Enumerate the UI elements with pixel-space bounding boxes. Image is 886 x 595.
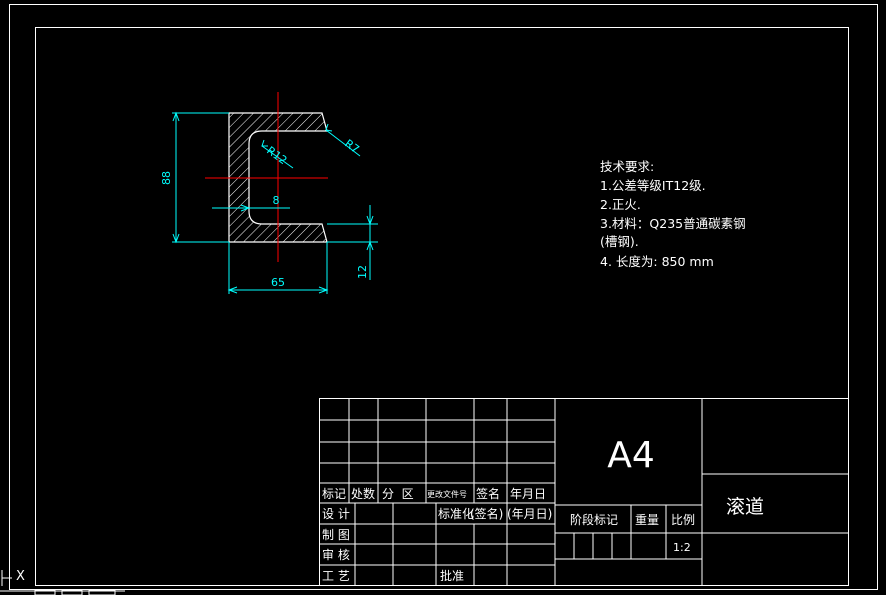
ucs-axis-icon[interactable]: X	[1, 569, 25, 586]
label-stage-mark: 阶段标记	[570, 512, 618, 527]
label-sign-paren: (签名)	[470, 506, 503, 521]
tech-requirements: 技术要求: 1.公差等级IT12级. 2.正火. 3.材料：Q235普通碳素钢 …	[600, 159, 746, 269]
tech-req-title: 技术要求:	[600, 159, 654, 174]
label-drafting: 制 图	[322, 528, 350, 542]
center-lines	[205, 92, 328, 262]
dim-flange-label: 12	[356, 265, 369, 279]
dim-inner-radius-label: R12	[264, 144, 289, 167]
dim-height-label: 88	[160, 171, 173, 185]
label-process: 工 艺	[322, 569, 350, 583]
label-design: 设 计	[322, 507, 350, 521]
title-block-text: 标记 处数 分 区 更改文件号 签名 年月日 设 计 标准化 (签名) (年月日…	[322, 435, 764, 583]
dim-web-label: 8	[273, 194, 280, 207]
tech-req-item: 1.公差等级IT12级.	[600, 178, 706, 193]
label-review: 审 核	[322, 547, 350, 562]
sheet-size: A4	[607, 435, 655, 476]
title-block[interactable]	[319, 398, 849, 586]
label-mark: 标记	[322, 487, 346, 501]
tech-req-item: 2.正火.	[600, 197, 641, 212]
label-change-doc: 更改文件号	[427, 489, 467, 499]
axis-x-label: X	[16, 569, 25, 584]
tech-req-item: 4. 长度为: 850 mm	[600, 254, 714, 269]
dimension-labels: 88 65 8 12 R12 R7	[160, 137, 369, 289]
scale-value: 1:2	[673, 541, 691, 554]
part-name: 滚道	[726, 496, 764, 518]
label-weight: 重量	[635, 513, 659, 527]
label-ratio: 比例	[671, 513, 695, 527]
layout-tab-strip[interactable]	[0, 589, 125, 595]
label-approve: 批准	[440, 568, 464, 583]
label-zone: 分 区	[382, 487, 414, 501]
dim-width-label: 65	[271, 276, 285, 289]
tech-req-item: 3.材料：Q235普通碳素钢	[600, 216, 746, 231]
label-count: 处数	[351, 486, 375, 501]
dimensions	[172, 111, 378, 294]
label-date: 年月日	[510, 487, 546, 501]
label-standardization: 标准化	[438, 507, 474, 521]
dim-outer-radius-label: R7	[342, 137, 361, 156]
tech-req-item: (槽钢).	[600, 234, 639, 249]
label-signature: 签名	[476, 486, 500, 501]
label-date-paren: (年月日)	[507, 507, 552, 521]
outer-sheet-frame	[9, 4, 878, 590]
